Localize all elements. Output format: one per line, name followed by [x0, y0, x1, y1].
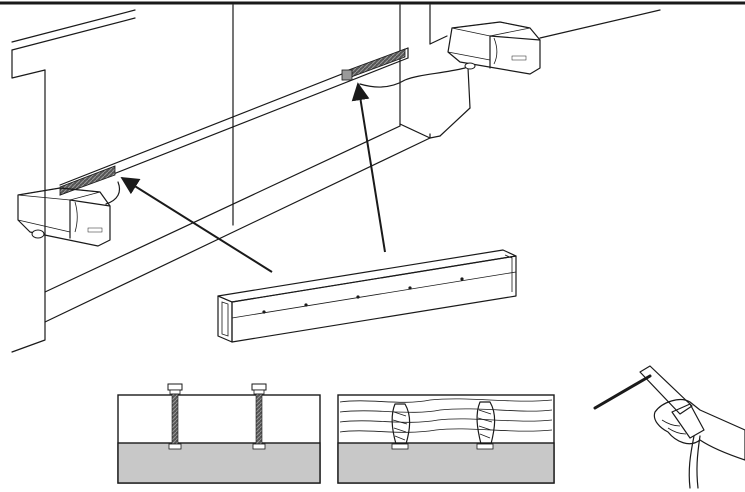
motor-right	[447, 21, 541, 75]
motor-left-base	[31, 229, 45, 239]
panel-wood-ground	[337, 442, 555, 484]
panel-bolted-ground	[117, 442, 321, 484]
bolt-1	[167, 383, 183, 450]
cable-left	[105, 181, 121, 205]
welding-torch-illustration	[593, 365, 745, 489]
torch-handle	[671, 403, 705, 439]
motor-right-base	[464, 62, 476, 70]
rail-section	[217, 249, 517, 343]
rail-block	[341, 69, 353, 81]
motor-left	[17, 187, 111, 247]
panel-bolted	[117, 383, 321, 484]
arrow-to-left-slot	[120, 177, 273, 273]
arrow-to-right-slot	[351, 82, 386, 253]
anchor-2	[476, 401, 496, 450]
wood-grain	[339, 398, 553, 433]
rail-section-holes	[262, 277, 464, 314]
torch-nozzle	[639, 365, 693, 415]
hand	[653, 399, 745, 461]
anchor-1	[391, 403, 411, 450]
torch-hose	[688, 435, 695, 489]
rail-slot-left	[59, 165, 116, 196]
wall-structure	[11, 4, 661, 353]
cable-right	[359, 67, 466, 88]
gate-rail	[59, 47, 409, 196]
welding-rod	[593, 374, 652, 410]
panel-wood	[337, 394, 555, 484]
bolt-2	[251, 383, 267, 450]
